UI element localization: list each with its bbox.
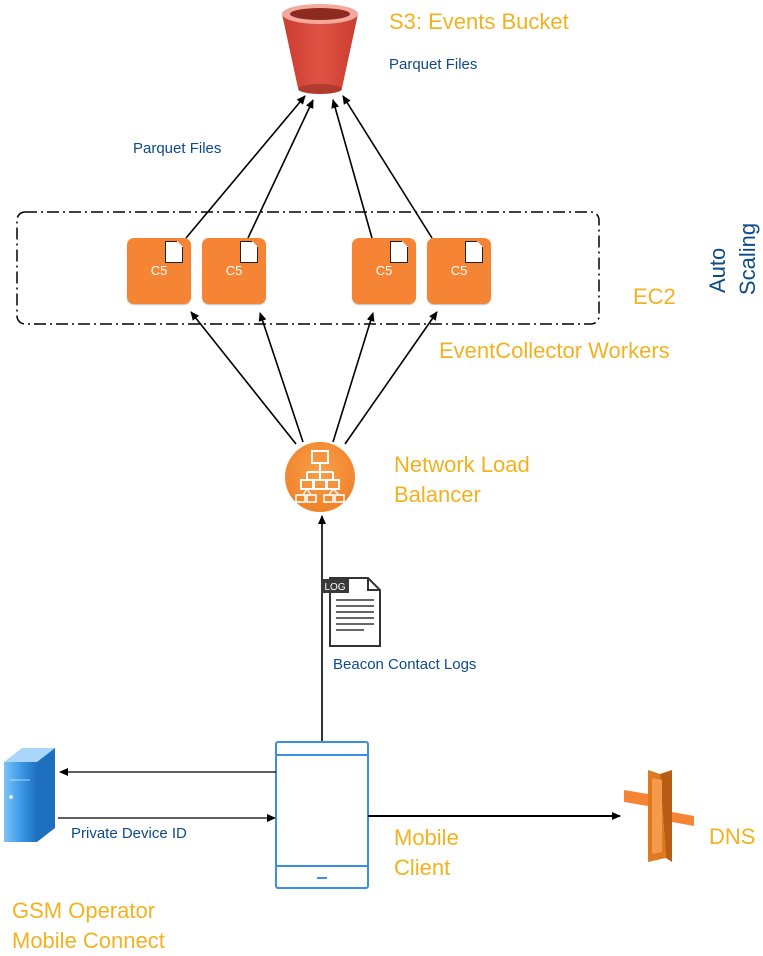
arrow-nlb-to-ec2-3 [332,312,375,443]
s3-subtitle: Parquet Files [389,56,478,73]
arrow-ec2-3-to-s3 [331,99,373,239]
document-icon [240,241,258,263]
arrow-nlb-to-ec2-1 [190,311,297,445]
beacon-contact-logs-label: Beacon Contact Logs [333,656,477,673]
arrow-ec2-4-to-s3 [342,95,433,239]
nlb-label-line1: Network Load [394,452,530,477]
auto-scaling-label-line1: Auto [705,247,730,293]
auto-scaling-label-line2: Scaling [735,222,760,296]
ec2-instance-card[interactable]: C5 [427,238,491,304]
route53-dns-icon[interactable] [624,770,694,862]
private-device-id-label: Private Device ID [71,825,187,842]
gsm-label-line2: Mobile Connect [12,928,165,953]
document-icon [465,241,483,263]
ec2-instance-card[interactable]: C5 [202,238,266,304]
arrow-ec2-2-to-s3 [247,99,314,239]
gsm-label-line1: GSM Operator [12,898,156,923]
auto-scaling-group-boundary [16,211,600,325]
s3-title: S3: Events Bucket [389,9,569,34]
gsm-operator-server-icon[interactable] [4,748,55,842]
ec2-instance-type: C5 [375,263,393,278]
arrow-nlb-to-ec2-2 [258,312,304,443]
mobile-client-phone[interactable] [275,741,369,889]
ec2-instance-card[interactable]: C5 [352,238,416,304]
document-icon [390,241,408,263]
log-badge-text: LOG [324,582,345,593]
log-document-icon: LOG [321,577,381,647]
ec2-instance-type: C5 [450,263,468,278]
document-icon [165,241,183,263]
nlb-label-line2: Balancer [394,482,481,507]
ec2-label: EC2 [633,284,676,309]
network-load-balancer-icon[interactable] [285,442,355,512]
ec2-instance-card[interactable]: C5 [127,238,191,304]
mobile-label-line1: Mobile [394,825,459,850]
s3-bucket-icon[interactable] [282,4,358,94]
parquet-files-edge-label: Parquet Files [133,140,222,157]
arrow-nlb-to-ec2-4 [344,311,438,445]
dns-label: DNS [709,824,756,849]
eventcollector-workers-label: EventCollector Workers [439,338,670,363]
ec2-instance-type: C5 [150,263,168,278]
ec2-instance-type: C5 [225,263,243,278]
arrow-ec2-1-to-s3 [185,95,306,239]
mobile-label-line2: Client [394,855,451,880]
